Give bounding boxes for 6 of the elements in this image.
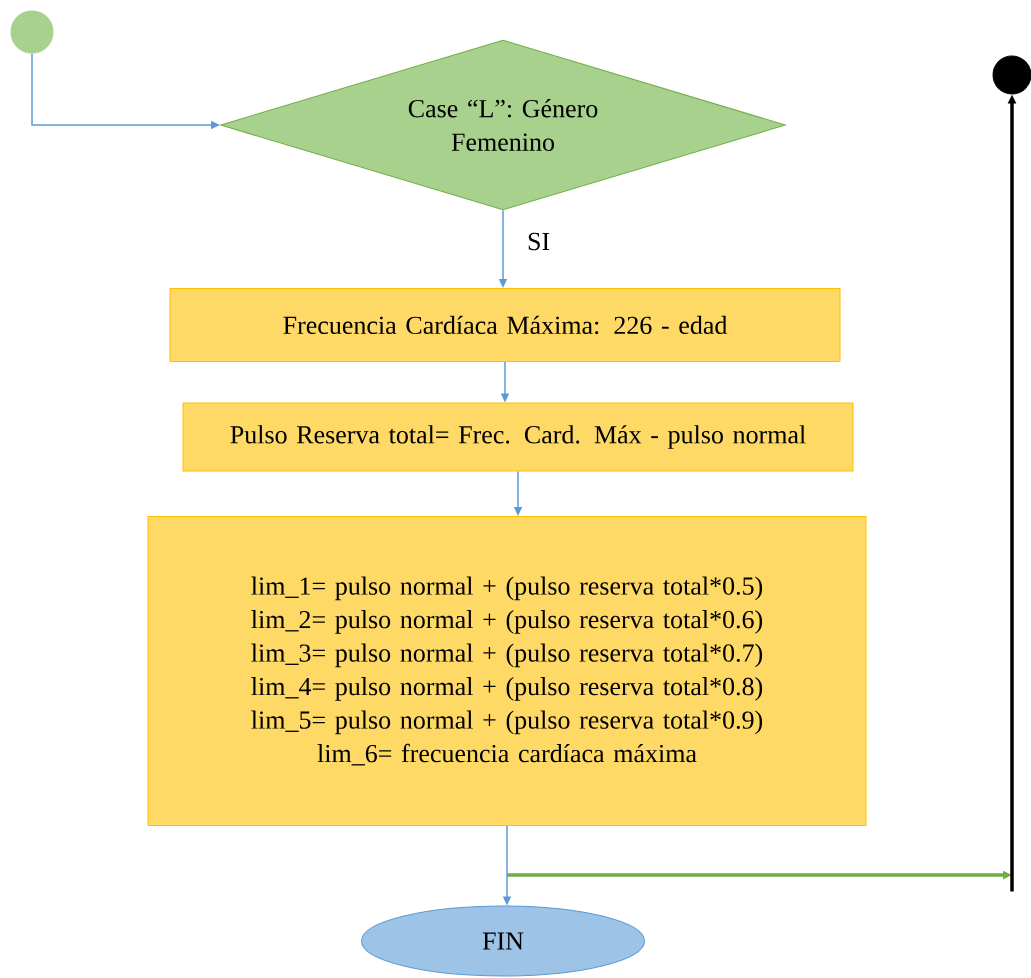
edge-label: SI: [528, 232, 550, 251]
process-box: lim_1= pulso normal + (pulso reserva total*0.5) lim_2= pulso normal + (pulso reserva total*0.6) lim_3= pulso normal + (pulso reserva total*0.7) lim_4= pulso normal + (pulso reserva total*0.8) lim_5= pulso normal + (pulso reserva total*0.9) lim_6= frecuencia cardíaca máxima: [147, 516, 867, 826]
end-circle: [992, 55, 1031, 95]
start-circle: [10, 10, 54, 54]
process-box: Frecuencia Cardíaca Máxima: 226 - edad: [169, 288, 841, 362]
process-box: Pulso Reserva total= Frec. Card. Máx - pulso normal: [182, 402, 854, 472]
